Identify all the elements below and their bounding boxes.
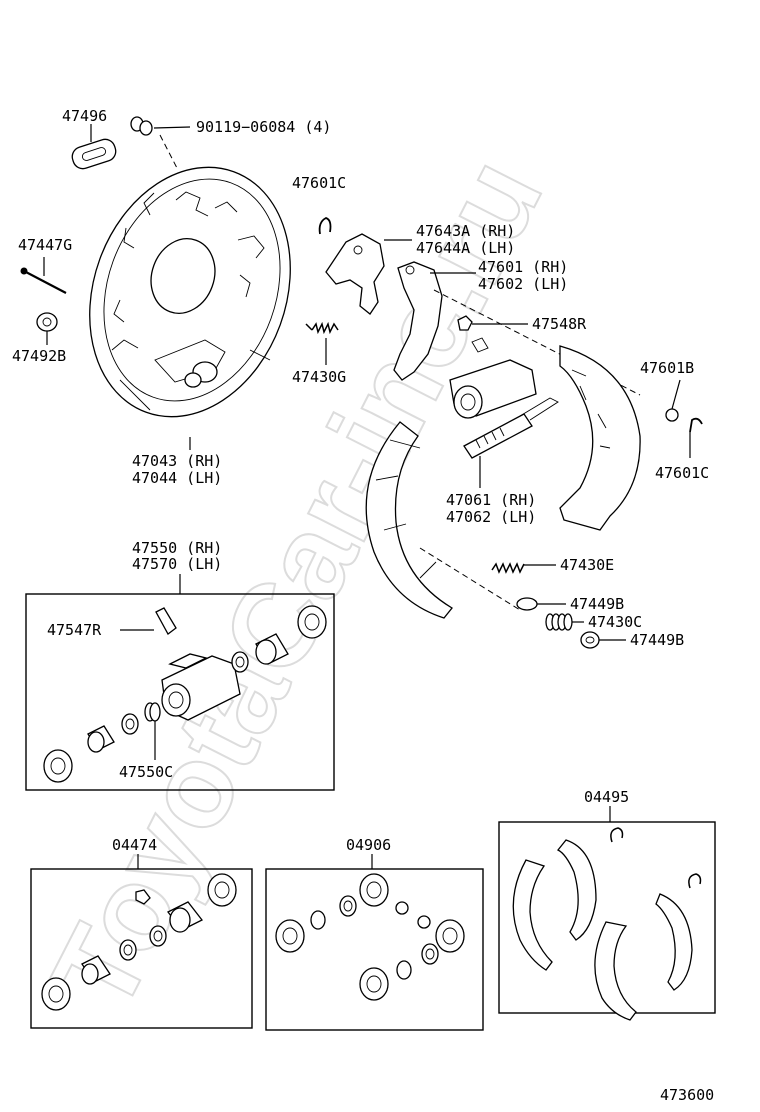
spring-47430g	[305, 321, 339, 365]
callout-47550: 47550 (RH)	[132, 539, 222, 557]
callout-47601b: 47601B	[640, 359, 694, 377]
kit-04906-parts	[275, 873, 465, 1001]
callout-47550c: 47550C	[119, 763, 173, 781]
kit-04474-parts	[41, 873, 237, 1011]
callout-47449b-1: 47449B	[570, 595, 624, 613]
lever-47643a	[325, 233, 412, 315]
page-code: 473600	[660, 1086, 714, 1104]
callout-47061: 47061 (RH)	[446, 491, 536, 509]
spring-47430c	[545, 613, 584, 631]
callout-47043: 47043 (RH)	[132, 452, 222, 470]
backing-plate	[89, 166, 291, 418]
callout-47601c-right: 47601C	[655, 464, 709, 482]
callout-90119-06084: 90119−06084 (4)	[196, 118, 331, 136]
callout-47644a: 47644A (LH)	[416, 239, 515, 257]
kit-box-04906	[265, 868, 484, 1031]
callout-47430g: 47430G	[292, 368, 346, 386]
kit-box-04474	[30, 868, 253, 1029]
wheel-cylinder-center	[433, 289, 641, 419]
brake-shoe-left	[365, 421, 521, 619]
callout-47449b-2: 47449B	[630, 631, 684, 649]
callout-47044: 47044 (LH)	[132, 469, 222, 487]
retainer-47449b-2	[580, 631, 626, 649]
kit-box-04495	[498, 821, 716, 1014]
callout-47570: 47570 (LH)	[132, 555, 222, 573]
kit-04495-shoes	[512, 827, 702, 1021]
adjusting-lever-47601	[393, 261, 476, 381]
callout-47601: 47601 (RH)	[478, 258, 568, 276]
bolt-90119-06084	[130, 116, 191, 171]
brake-shoe-right	[559, 345, 641, 531]
callout-47547r: 47547R	[47, 621, 102, 639]
callout-47548r: 47548R	[532, 315, 587, 333]
kit-label-04495: 04495	[584, 788, 629, 806]
wheel-cylinder-exploded	[43, 605, 327, 783]
kit-label-04474: 04474	[112, 836, 157, 854]
adjuster-47061	[463, 397, 559, 488]
clip-47601c-right	[689, 417, 703, 458]
retainer-47449b-1	[516, 597, 566, 611]
spring-47430e	[491, 562, 556, 574]
callout-47447g: 47447G	[18, 236, 72, 254]
kit-label-04906: 04906	[346, 836, 391, 854]
callout-47496: 47496	[62, 107, 107, 125]
clip-47601b	[665, 379, 681, 422]
callout-47492b: 47492B	[12, 347, 66, 365]
callout-47430e: 47430E	[560, 556, 614, 574]
callout-47602: 47602 (LH)	[478, 275, 568, 293]
callout-47643a: 47643A (RH)	[416, 222, 515, 240]
callout-47601c-top: 47601C	[292, 174, 346, 192]
callout-47430c: 47430C	[588, 613, 642, 631]
bleeder-cap-47496	[71, 138, 117, 170]
callout-47062: 47062 (LH)	[446, 508, 536, 526]
hold-down-cup-47492b	[36, 312, 58, 345]
clip-47601c-upper	[318, 217, 332, 235]
wheel-cylinder-box	[25, 593, 335, 791]
hold-down-pin-47447g	[20, 257, 67, 294]
